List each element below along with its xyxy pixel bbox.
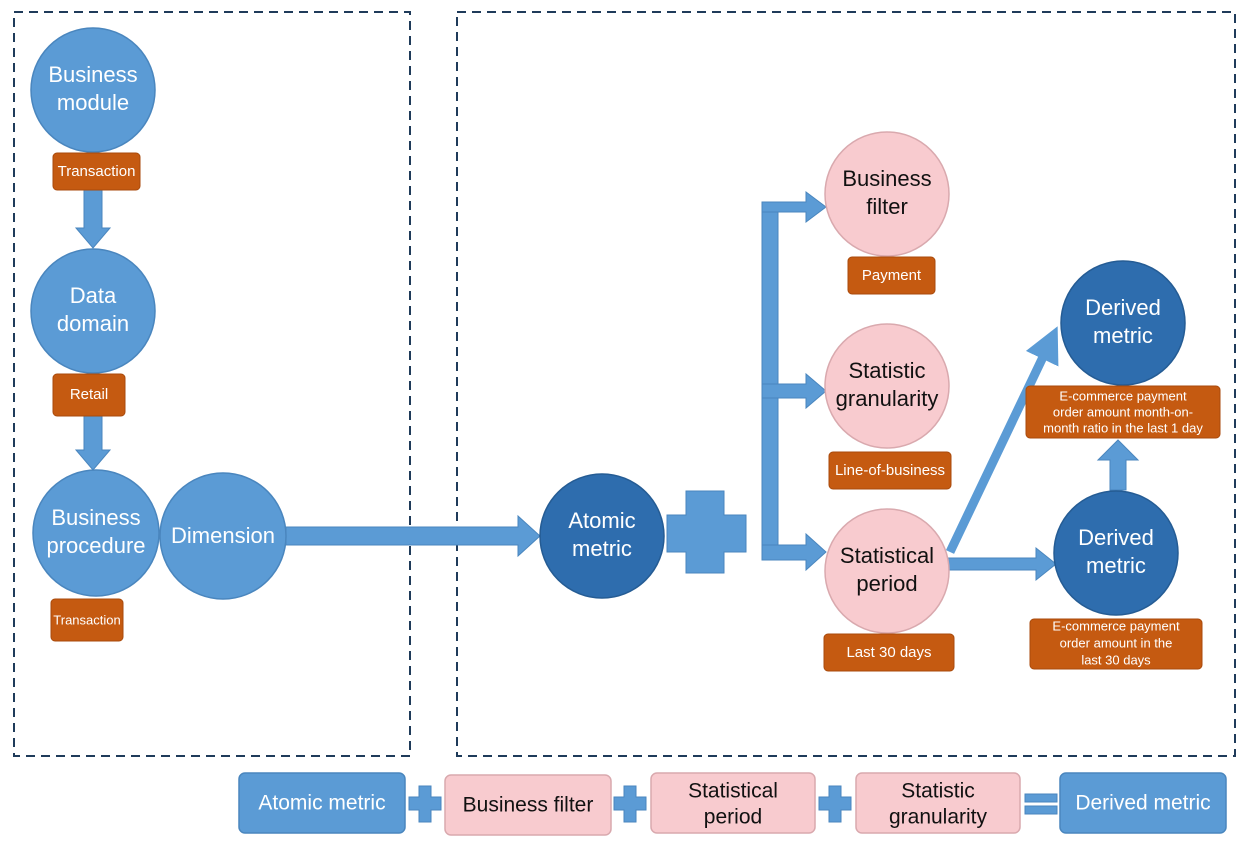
arrow-module-to-domain (74, 189, 112, 249)
bracket-vertical (761, 201, 779, 561)
formula-statistic-granularity-line-2: granularity (889, 806, 988, 829)
derived-metric-bottom-label-2: metric (1086, 553, 1146, 578)
formula-statistical-period-line-2: period (704, 806, 762, 829)
derived-metric-bottom-label-1: Derived (1078, 525, 1154, 550)
formula-atomic-metric-text: Atomic metric (258, 792, 385, 815)
node-statistical-period: Statistical period (824, 508, 950, 634)
arrow-period-to-derived-bottom (947, 546, 1057, 582)
node-statistic-granularity: Statistic granularity (824, 323, 950, 449)
derived-metric-top-tag-line-2: order amount month-on- (1053, 404, 1193, 419)
formula-statistical-period-line-1: Statistical (688, 780, 778, 803)
arrow-domain-to-procedure (74, 415, 112, 471)
formula-atomic-metric: Atomic metric (238, 772, 406, 834)
business-procedure-label-1: Business (51, 505, 140, 530)
business-module-label-1: Business (48, 62, 137, 87)
tag-statistical-period: Last 30 days (823, 633, 955, 672)
formula-statistic-granularity: Statistic granularity (855, 772, 1021, 834)
business-filter-label-1: Business (842, 166, 931, 191)
data-domain-label-1: Data (70, 283, 117, 308)
formula-plus-2 (613, 785, 647, 823)
business-module-tag-text: Transaction (58, 163, 136, 180)
derived-metric-top-tag-line-1: E-commerce payment (1059, 388, 1187, 403)
data-domain-tag-text: Retail (70, 386, 108, 403)
node-business-module: Business module (30, 27, 156, 153)
node-business-filter: Business filter (824, 131, 950, 257)
atomic-metric-label-2: metric (572, 536, 632, 561)
atomic-metric-label-1: Atomic (568, 508, 635, 533)
business-filter-label-2: filter (866, 194, 908, 219)
formula-equals (1024, 793, 1058, 815)
formula-plus-1 (408, 785, 442, 823)
business-procedure-label-2: procedure (46, 533, 145, 558)
derived-metric-top-tag-line-3: month ratio in the last 1 day (1043, 420, 1203, 435)
business-module-label-2: module (57, 90, 129, 115)
tag-data-domain: Retail (52, 373, 126, 417)
arrow-dimension-to-atomic (285, 514, 541, 558)
arrow-to-statistical-period (761, 532, 827, 572)
statistic-granularity-tag-text: Line-of-business (835, 462, 945, 479)
formula-business-filter-text: Business filter (463, 794, 594, 817)
statistical-period-tag-text: Last 30 days (846, 644, 931, 661)
statistic-granularity-label-1: Statistic (848, 358, 925, 383)
tag-statistic-granularity: Line-of-business (828, 451, 952, 490)
dimension-label: Dimension (171, 523, 275, 548)
node-atomic-metric: Atomic metric (539, 473, 665, 599)
tag-derived-metric-bottom: E-commerce payment order amount in the l… (1029, 618, 1203, 670)
node-data-domain: Data domain (30, 248, 156, 374)
formula-statistic-granularity-line-1: Statistic (901, 780, 975, 803)
tag-business-module: Transaction (52, 152, 141, 191)
statistic-granularity-label-2: granularity (836, 386, 939, 411)
formula-business-filter: Business filter (444, 774, 612, 836)
arrow-to-statistic-granularity (761, 372, 827, 410)
derived-metric-top-label-2: metric (1093, 323, 1153, 348)
statistical-period-label-1: Statistical (840, 543, 934, 568)
arrow-period-to-derived-top (945, 326, 1059, 554)
node-derived-metric-bottom: Derived metric (1053, 490, 1179, 616)
plus-shape (666, 490, 747, 574)
tag-business-filter: Payment (847, 256, 936, 295)
arrow-derived-bottom-to-top (1096, 439, 1140, 491)
left-panel-border (13, 11, 411, 757)
formula-plus-3 (818, 785, 852, 823)
derived-metric-bottom-tag-line-3: last 30 days (1081, 652, 1151, 667)
formula-derived-metric: Derived metric (1059, 772, 1227, 834)
tag-derived-metric-top: E-commerce payment order amount month-on… (1025, 385, 1221, 439)
data-domain-label-2: domain (57, 311, 129, 336)
node-business-procedure: Business procedure (32, 469, 160, 597)
node-dimension: Dimension (159, 472, 287, 600)
arrow-to-business-filter (761, 191, 827, 223)
derived-metric-bottom-tag-line-1: E-commerce payment (1052, 618, 1180, 633)
statistical-period-label-2: period (856, 571, 917, 596)
formula-derived-metric-text: Derived metric (1075, 792, 1210, 815)
right-panel-border (456, 11, 1236, 757)
derived-metric-top-label-1: Derived (1085, 295, 1161, 320)
formula-statistical-period: Statistical period (650, 772, 816, 834)
node-derived-metric-top: Derived metric (1060, 260, 1186, 386)
business-filter-tag-text: Payment (862, 267, 922, 284)
business-procedure-tag-text: Transaction (53, 612, 120, 627)
derived-metric-bottom-tag-line-2: order amount in the (1060, 635, 1173, 650)
tag-business-procedure: Transaction (50, 598, 124, 642)
